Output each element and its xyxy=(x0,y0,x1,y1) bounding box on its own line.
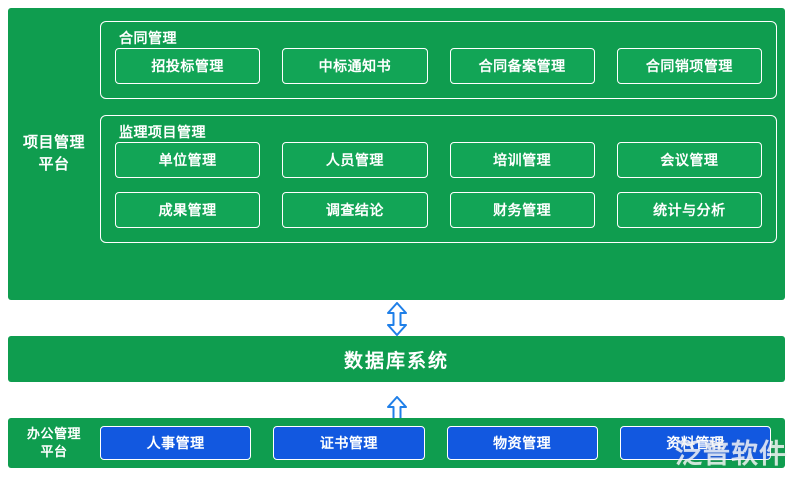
office-label-line1: 办公管理 xyxy=(26,426,81,442)
watermark-url: www.fanpusoft.com xyxy=(657,465,787,481)
node-material-management[interactable]: 物资管理 xyxy=(446,426,598,460)
node-bidding-management[interactable]: 招投标管理 xyxy=(115,48,261,84)
node-financial-management[interactable]: 财务管理 xyxy=(449,192,595,228)
node-contract-filing-management[interactable]: 合同备案管理 xyxy=(449,48,595,84)
node-bid-winning-notice[interactable]: 中标通知书 xyxy=(282,48,428,84)
node-certificate-management[interactable]: 证书管理 xyxy=(273,426,425,460)
node-document-management[interactable]: 资料管理 xyxy=(619,426,771,460)
platform-body: 合同管理 招投标管理 中标通知书 合同备案管理 合同销项管理 监理项目管理 单位… xyxy=(100,8,777,300)
office-body: 人事管理 证书管理 物资管理 资料管理 xyxy=(100,426,785,460)
group-supervision-project-management: 监理项目管理 单位管理 人员管理 培训管理 会议管理 成果管理 调查结论 财务管… xyxy=(100,115,777,243)
office-platform-label: 办公管理 平台 xyxy=(8,425,100,460)
group-title-supervision: 监理项目管理 xyxy=(119,124,206,140)
database-system-label: 数据库系统 xyxy=(343,350,449,372)
office-label-line2: 平台 xyxy=(40,444,68,459)
node-investigation-conclusion[interactable]: 调查结论 xyxy=(282,192,428,228)
node-statistics-and-analysis[interactable]: 统计与分析 xyxy=(616,192,762,228)
node-hr-management[interactable]: 人事管理 xyxy=(100,426,252,460)
platform-label-line2: 平台 xyxy=(38,156,70,173)
supervision-row-2: 成果管理 调查结论 财务管理 统计与分析 xyxy=(115,192,762,228)
arrow-upper-wrap xyxy=(0,302,793,336)
node-training-management[interactable]: 培训管理 xyxy=(449,142,595,178)
node-personnel-management[interactable]: 人员管理 xyxy=(282,142,428,178)
double-arrow-vertical-icon xyxy=(386,302,407,336)
database-system-bar: 数据库系统 xyxy=(8,336,785,382)
group-title-contract: 合同管理 xyxy=(119,30,177,46)
platform-label-line1: 项目管理 xyxy=(22,134,85,152)
supervision-row-1: 单位管理 人员管理 培训管理 会议管理 xyxy=(115,142,762,178)
platform-label: 项目管理 平台 xyxy=(8,8,100,300)
node-meeting-management[interactable]: 会议管理 xyxy=(616,142,762,178)
node-achievement-management[interactable]: 成果管理 xyxy=(115,192,261,228)
group-contract-management: 合同管理 招投标管理 中标通知书 合同备案管理 合同销项管理 xyxy=(100,21,777,99)
node-unit-management[interactable]: 单位管理 xyxy=(115,142,261,178)
project-management-platform-block: 项目管理 平台 合同管理 招投标管理 中标通知书 合同备案管理 合同销项管理 监… xyxy=(8,8,785,300)
contract-row-1: 招投标管理 中标通知书 合同备案管理 合同销项管理 xyxy=(115,48,762,84)
office-management-platform-block: 办公管理 平台 人事管理 证书管理 物资管理 资料管理 xyxy=(8,418,785,468)
node-contract-sales-management[interactable]: 合同销项管理 xyxy=(616,48,762,84)
